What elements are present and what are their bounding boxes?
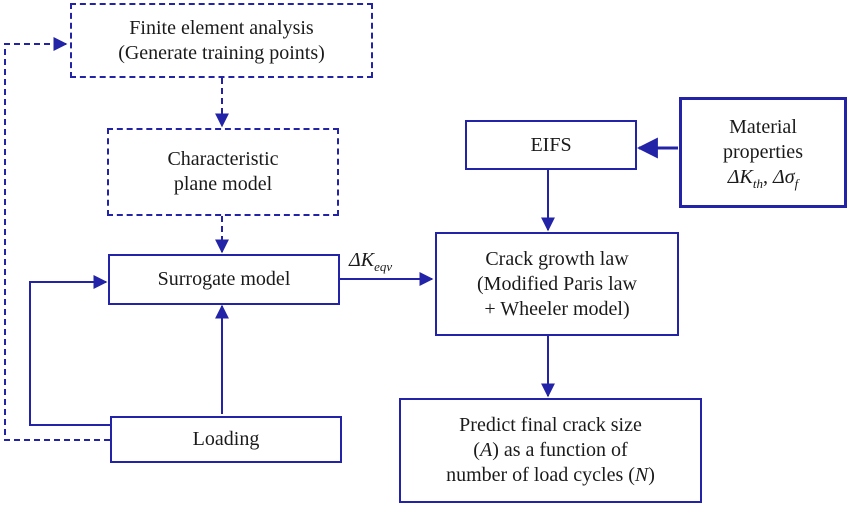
material-k-sub: th [752,176,763,191]
material-symbols: ΔKth, Δσf [728,165,798,190]
predict-var-a: A [479,439,493,461]
eifs-label: EIFS [530,133,572,156]
fea-line2: (Generate training points) [118,41,325,64]
crack-law-line2: (Modified Paris law [477,272,637,295]
predict-line2: (A) as a function of [473,438,627,463]
predict-l2-pre: ( [473,439,480,461]
surrogate-label: Surrogate model [157,268,291,290]
node-crack-growth-law: Crack growth law (Modified Paris law + W… [435,232,679,336]
edge-label-sub: eqv [374,259,393,274]
material-k-symbol: ΔK [727,166,753,188]
node-finite-element-analysis: Finite element analysis (Generate traini… [70,3,373,78]
predict-l3-pre: number of load cycles ( [446,464,635,486]
node-material-properties: Material properties ΔKth, Δσf [679,97,847,208]
node-eifs: EIFS [465,120,637,170]
material-line2: properties [723,141,803,163]
node-loading: Loading [110,416,342,463]
node-characteristic-plane-model: Characteristic plane model [107,128,339,216]
predict-l2-post: ) as a function of [492,439,628,461]
arrow-loading-loop-to-surrogate [29,275,110,426]
node-predict-crack-size: Predict final crack size (A) as a functi… [399,398,702,503]
edge-label-delta-k-eqv: ΔKeqv [349,249,393,274]
predict-line1: Predict final crack size [459,414,642,436]
material-separator: , [762,166,773,188]
loading-label: Loading [192,428,260,450]
material-sigma-symbol: Δσ [772,166,795,188]
node-surrogate-model: Surrogate model [108,254,340,305]
material-line1: Material [729,116,797,138]
predict-var-n: N [634,464,649,486]
characteristic-line2: plane model [173,173,273,195]
arrow-loading-loop-to-fea [4,37,110,441]
material-sigma-sub: f [794,176,799,191]
predict-l3-post: ) [648,464,655,486]
edge-label-sym: ΔK [349,249,375,271]
fea-line1: Finite element analysis [129,16,314,39]
crack-law-line3: + Wheeler model) [484,297,630,320]
crack-law-line1: Crack growth law [485,247,629,270]
characteristic-line1: Characteristic [167,148,279,170]
predict-line3: number of load cycles (N) [446,463,655,488]
